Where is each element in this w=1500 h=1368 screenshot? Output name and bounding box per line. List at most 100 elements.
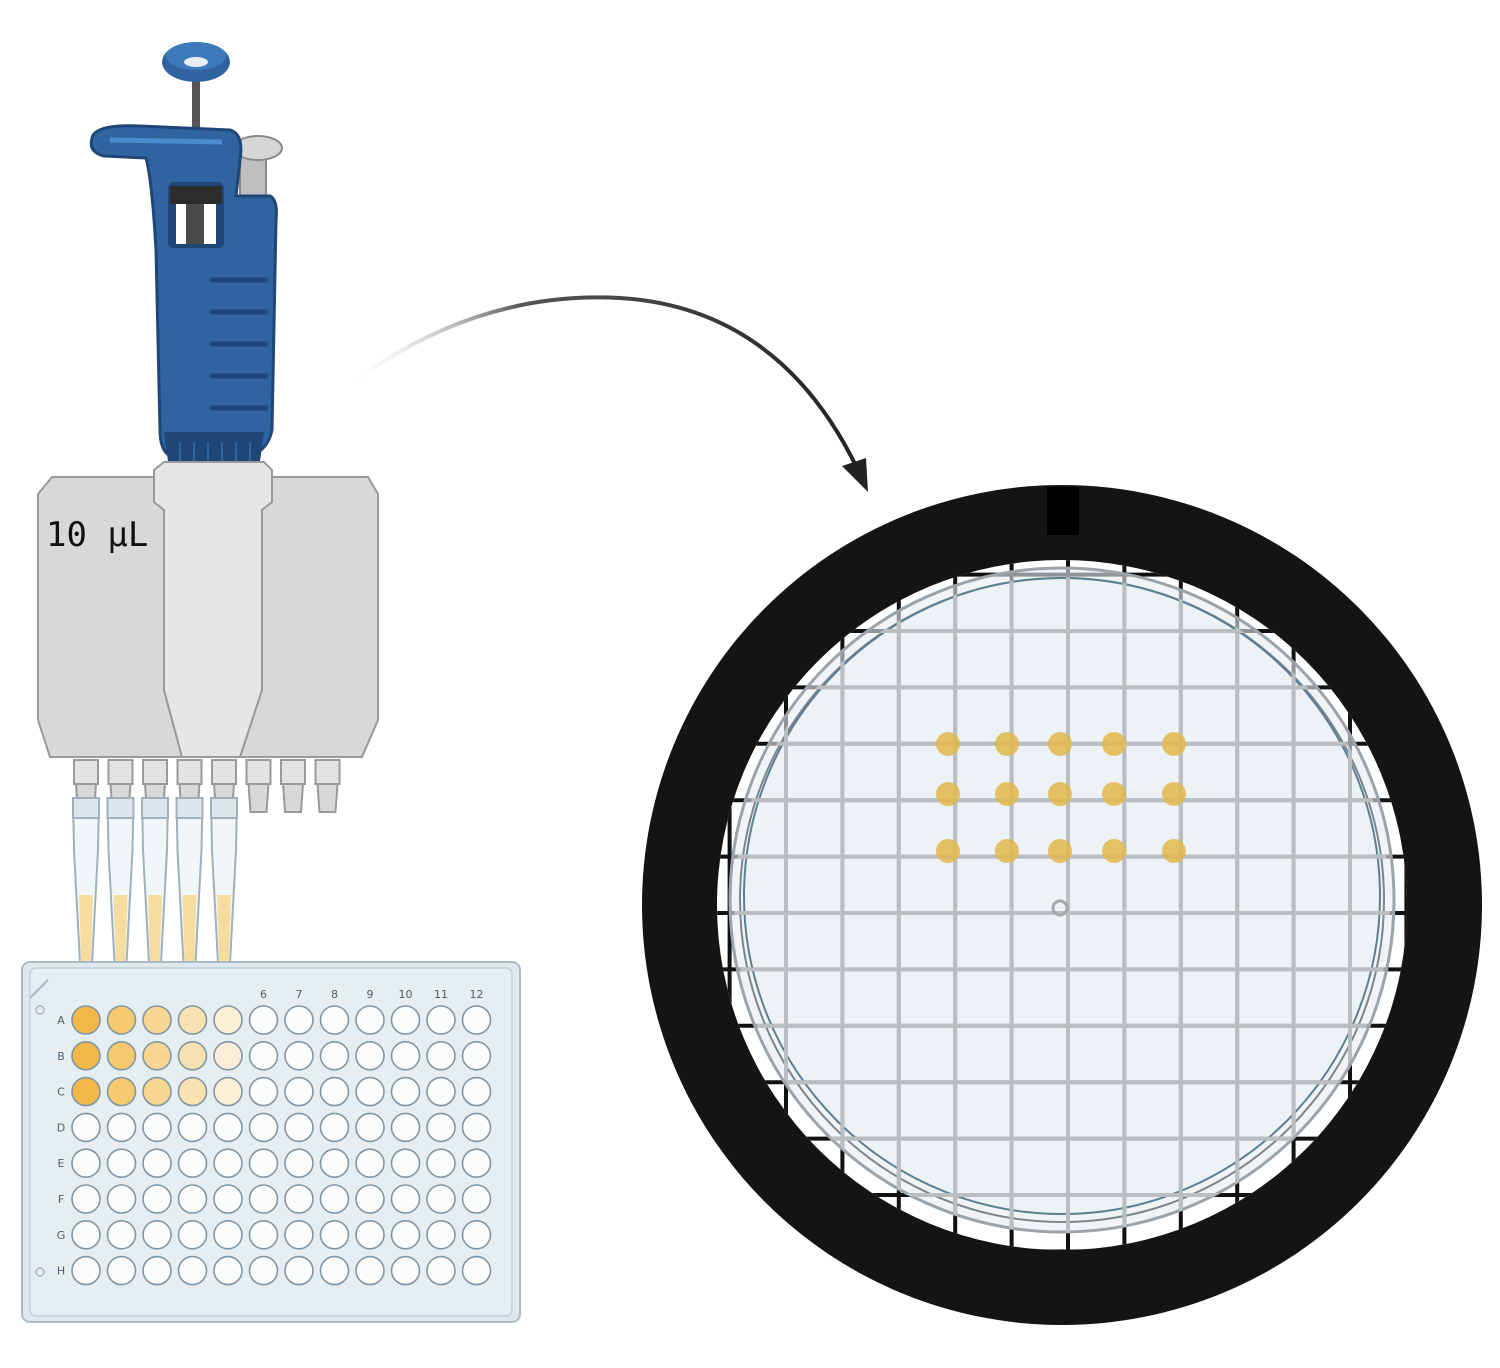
plate-well: [106, 1041, 137, 1071]
tip-nozzle: [314, 759, 341, 813]
plate-column-label: 9: [367, 988, 374, 1001]
film-mesh-overlay: [734, 577, 1390, 1233]
tip-ejector: [233, 135, 283, 197]
plate-well: [71, 1220, 101, 1250]
plate-well: [142, 1220, 172, 1250]
plate-well: [319, 1041, 350, 1071]
plate-well: [461, 1220, 492, 1250]
sample-spot: [1048, 782, 1072, 806]
plate-well: [248, 1184, 279, 1214]
plate-well: [213, 1041, 243, 1071]
plate-well: [461, 1255, 492, 1286]
sample-spot: [1048, 839, 1072, 863]
multichannel-pipette: 10 µL: [37, 42, 379, 1021]
plate-well: [390, 1005, 421, 1035]
plate-well: [390, 1112, 421, 1143]
plate-well: [390, 1184, 421, 1214]
plate-well: [142, 1076, 172, 1107]
plate-well: [142, 1184, 172, 1214]
plate-well: [390, 1076, 421, 1107]
plate-well: [177, 1184, 208, 1214]
sample-spot: [936, 732, 960, 756]
plate-well: [426, 1148, 456, 1178]
plate-well: [355, 1112, 385, 1143]
plate-well: [355, 1005, 385, 1035]
plate-well: [106, 1184, 137, 1214]
sample-spot: [995, 732, 1019, 756]
plate-well: [390, 1148, 421, 1178]
pipette-body: [89, 124, 278, 476]
plate-well: [461, 1005, 492, 1035]
sample-spot: [1048, 732, 1072, 756]
sample-spot: [1102, 732, 1126, 756]
plate-well: [177, 1148, 208, 1178]
plate-column-label: 8: [331, 988, 338, 1001]
plate-well: [106, 1255, 137, 1286]
plate-well: [355, 1184, 385, 1214]
tip-nozzle: [280, 759, 306, 813]
plate-well: [319, 1184, 350, 1214]
plate-well: [355, 1148, 385, 1178]
plate-well: [177, 1220, 208, 1250]
plate-well: [284, 1005, 314, 1035]
plate-well: [426, 1041, 456, 1071]
plate-well: [426, 1076, 456, 1107]
plate-well: [284, 1184, 314, 1214]
plate-well: [71, 1255, 101, 1286]
plate-row-label: C: [57, 1086, 65, 1099]
plate-column-label: 12: [470, 988, 484, 1001]
plate-well: [426, 1184, 456, 1214]
grid-orientation-mark: [1047, 487, 1079, 535]
plate-row-label: E: [58, 1157, 65, 1170]
plate-well: [71, 1112, 101, 1143]
sample-spot: [1162, 732, 1186, 756]
sample-spot: [936, 839, 960, 863]
plate-well: [142, 1005, 172, 1035]
plate-well: [284, 1112, 314, 1143]
plate-well: [142, 1148, 172, 1178]
sample-spot: [1162, 782, 1186, 806]
plate-row-label: D: [57, 1121, 65, 1134]
plate-well: [426, 1255, 456, 1286]
plate-well: [106, 1076, 137, 1107]
tip-nozzle: [245, 759, 272, 813]
plate-well: [213, 1076, 243, 1107]
plate-well: [461, 1184, 492, 1214]
plate-well: [461, 1076, 492, 1107]
curved-arrow-icon: [338, 295, 868, 492]
sample-spot: [936, 782, 960, 806]
plate-well: [426, 1005, 456, 1035]
manifold-head: [37, 461, 379, 758]
plate-well: [355, 1041, 385, 1071]
plate-well: [213, 1148, 243, 1178]
plate-row-label: A: [57, 1014, 65, 1027]
plate-well: [319, 1148, 350, 1178]
plate-well: [213, 1005, 243, 1035]
plate-well: [319, 1255, 350, 1286]
plate-well: [177, 1041, 208, 1071]
plate-column-label: 6: [260, 988, 267, 1001]
plate-row-label: B: [57, 1050, 65, 1063]
plate-well: [355, 1255, 385, 1286]
sample-spots: [936, 732, 1186, 863]
plate-row-label: G: [57, 1229, 66, 1242]
plate-well: [106, 1220, 137, 1250]
plate-row-label: F: [58, 1193, 64, 1206]
plate-well: [71, 1148, 101, 1178]
plate-marker-dot: [35, 1267, 45, 1277]
volume-label: 10 µL: [46, 515, 148, 555]
plate-well: [177, 1255, 208, 1286]
support-film: [728, 566, 1396, 1234]
plate-well: [284, 1255, 314, 1286]
plate-well: [177, 1005, 208, 1035]
plate-well: [284, 1148, 314, 1178]
plate-well: [390, 1220, 421, 1250]
plate-well: [390, 1041, 421, 1071]
plate-wells: [71, 1005, 492, 1286]
plate-well: [284, 1041, 314, 1071]
sample-spot: [1162, 839, 1186, 863]
plate-well: [248, 1220, 279, 1250]
plunger-button: [162, 42, 230, 136]
